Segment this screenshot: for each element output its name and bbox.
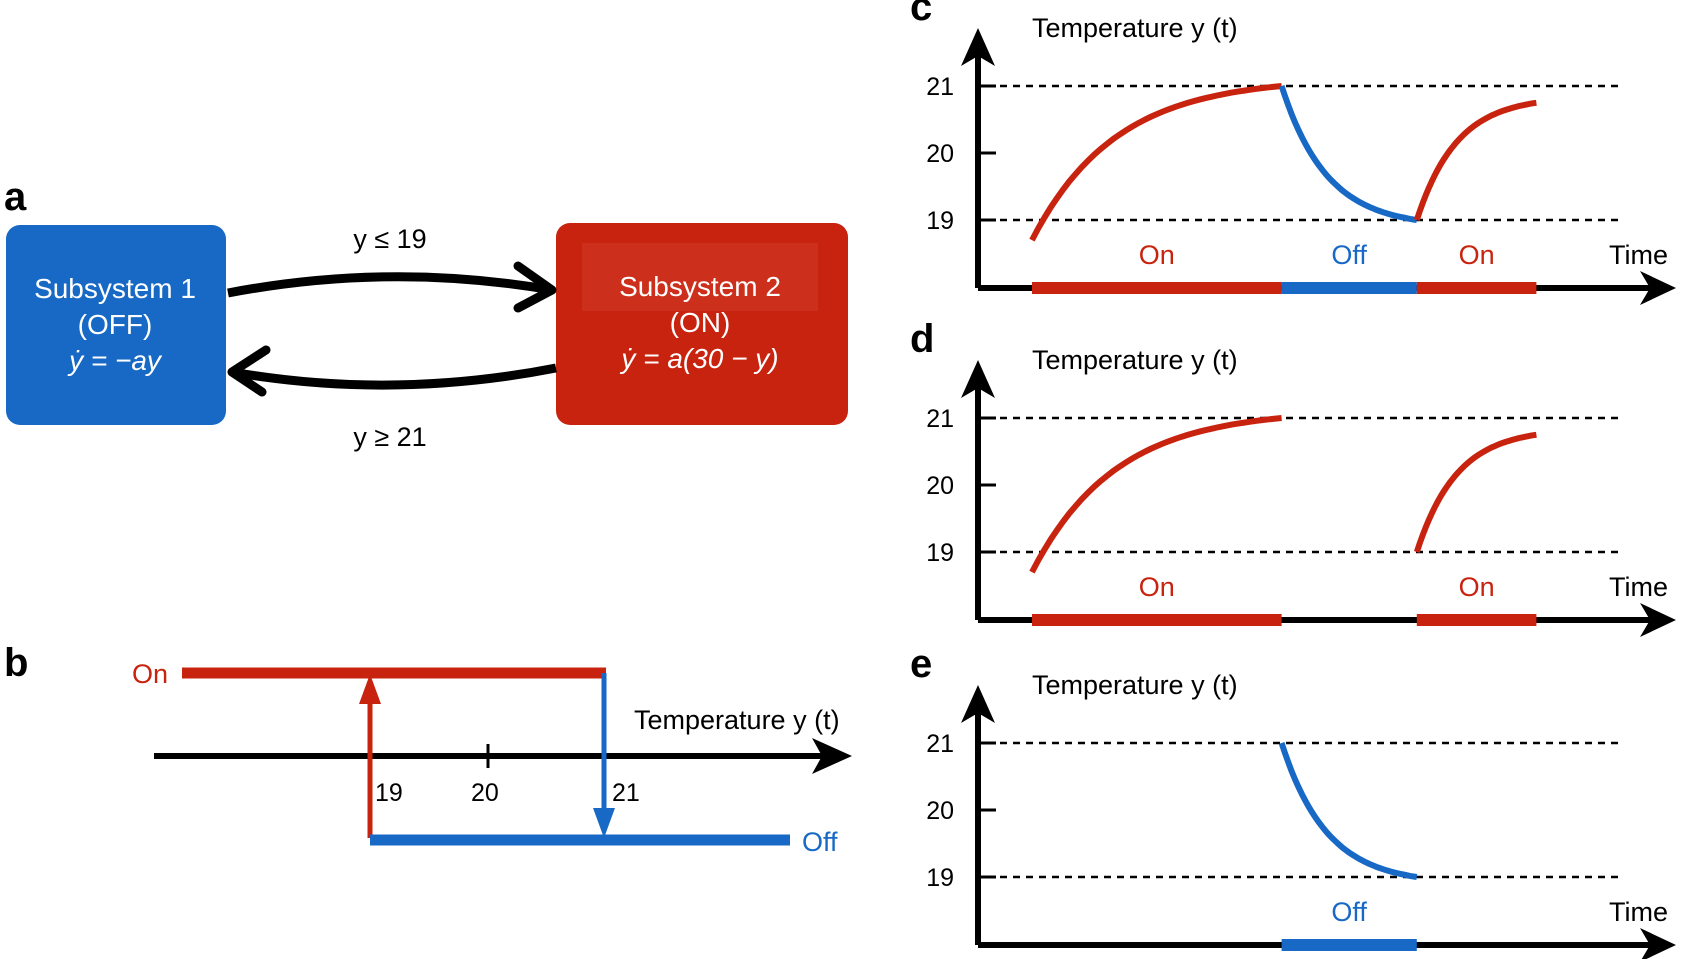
panel-c-letter: c: [910, 0, 932, 29]
panel-a-letter: a: [4, 175, 27, 219]
x-axis-label: Time: [1609, 240, 1668, 270]
mode-label-on: On: [1459, 572, 1495, 602]
mode-label-off: Off: [1331, 240, 1367, 270]
subsystem-1-box: [6, 225, 226, 425]
panel-d-letter: d: [910, 317, 934, 361]
panel-a: a Subsystem 1 (OFF) ẏ = −ay Subsystem 2 …: [4, 175, 848, 452]
subsystem-1-equation: ẏ = −ay: [67, 345, 163, 376]
mode-label-on: On: [1139, 240, 1175, 270]
y-axis-arrowhead: [961, 360, 995, 398]
subsystem-2-title: Subsystem 2: [619, 271, 781, 302]
panel-b: b Temperature y (t) 19 20 21 On Off: [4, 641, 852, 857]
x-axis-arrowhead: [1640, 928, 1676, 959]
temperature-curve-off: [1278, 742, 1418, 880]
y-axis-label: Temperature y (t): [1032, 13, 1238, 43]
temperature-curve-on: [1029, 83, 1282, 242]
on-level-label: On: [132, 659, 168, 689]
y-tick-label-19: 19: [926, 539, 954, 567]
temperature-curve-off: [1278, 85, 1418, 223]
y-axis-arrowhead: [961, 685, 995, 723]
subsystem-1-state: (OFF): [78, 309, 153, 340]
tick-label-19: 19: [375, 779, 403, 807]
y-tick-label-20: 20: [926, 797, 954, 825]
x-axis-label: Time: [1609, 897, 1668, 927]
subsystem-1-title: Subsystem 1: [34, 273, 196, 304]
switch-on-arrowhead: [359, 674, 381, 704]
guard-bottom-label: y ≥ 21: [353, 422, 426, 452]
transition-arrow-on: [227, 272, 553, 298]
guard-top-label: y ≤ 19: [353, 224, 426, 254]
y-tick-label-21: 21: [926, 730, 954, 758]
mode-label-off: Off: [1331, 897, 1367, 927]
y-axis-label: Temperature y (t): [1032, 670, 1238, 700]
mode-label-on: On: [1139, 572, 1175, 602]
transition-arrow-off: [231, 363, 557, 390]
y-tick-label-19: 19: [926, 207, 954, 235]
transition-arrow-off-head: [227, 345, 271, 397]
transition-arrow-on-head: [513, 261, 557, 313]
panel-b-letter: b: [4, 641, 28, 685]
y-tick-label-20: 20: [926, 140, 954, 168]
panel-e-letter: e: [910, 642, 932, 686]
y-tick-label-19: 19: [926, 864, 954, 892]
temperature-axis-label: Temperature y (t): [634, 705, 840, 735]
temperature-axis-arrowhead: [812, 738, 852, 774]
subsystem-2-state: (ON): [670, 307, 731, 338]
y-tick-label-20: 20: [926, 472, 954, 500]
switch-off-arrowhead: [593, 808, 615, 838]
y-axis-label: Temperature y (t): [1032, 345, 1238, 375]
y-tick-label-21: 21: [926, 73, 954, 101]
y-tick-label-21: 21: [926, 405, 954, 433]
temperature-curve-on: [1029, 415, 1282, 574]
temperature-curve-on: [1413, 99, 1537, 221]
x-axis-label: Time: [1609, 572, 1668, 602]
subsystem-2-equation: ẏ = a(30 − y): [619, 343, 778, 374]
x-axis-arrowhead: [1640, 271, 1676, 305]
tick-label-20: 20: [471, 779, 499, 807]
temperature-curve-on: [1413, 431, 1537, 553]
mode-label-on: On: [1459, 240, 1495, 270]
y-axis-arrowhead: [961, 28, 995, 66]
x-axis-arrowhead: [1640, 603, 1676, 637]
tick-label-21: 21: [612, 779, 640, 807]
off-level-label: Off: [802, 827, 838, 857]
subsystem-2-highlight: [582, 243, 818, 311]
